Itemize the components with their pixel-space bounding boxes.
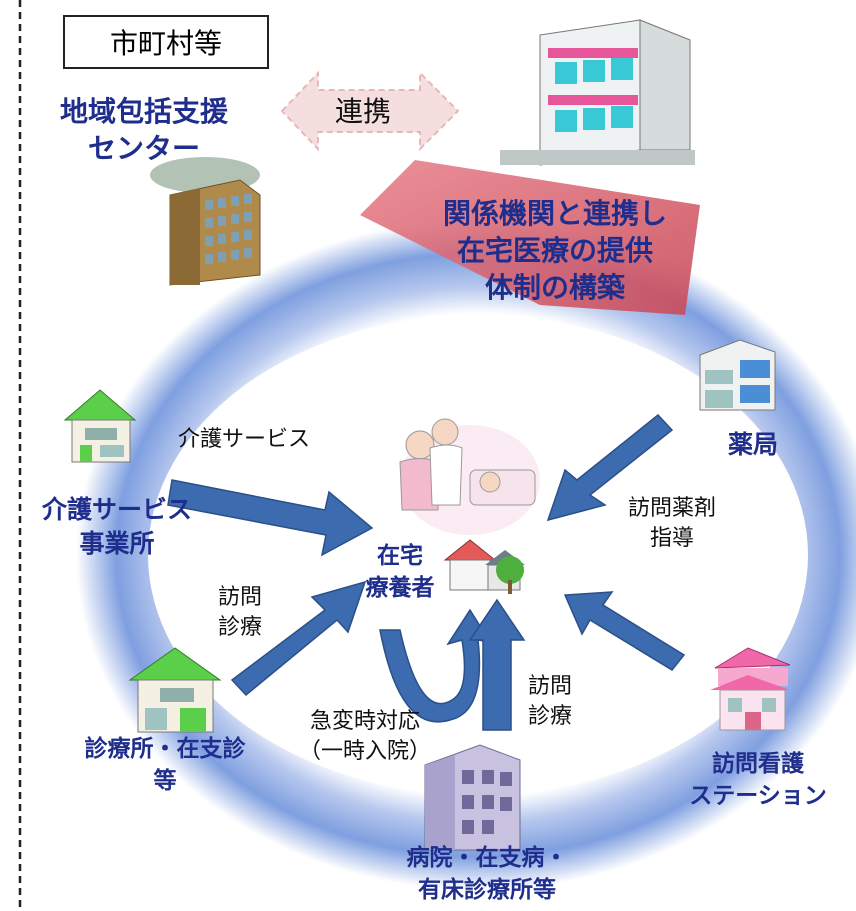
clinic-arrow-label: 訪問 診療 [217,585,262,640]
cooperation-arrow [280,70,460,152]
care-office-house-icon [63,389,137,463]
clinic-house-icon [128,647,222,733]
clinic-label: 診療所・在支診 等 [84,736,246,794]
patient-scene-icon [399,418,540,594]
nursing-station-house-icon [710,647,791,731]
center-org-label: 地域包括支援 センター [59,95,228,165]
pharmacy-label: 薬局 [728,430,779,459]
hospital-building-icon [424,744,521,851]
nursing-station-label: 訪問看護 ステーション [689,751,827,809]
center-building-icon [150,157,261,286]
hospital-label: 病院・在支病・ 有床診療所等 [406,845,568,903]
arrow-nursing [563,591,686,671]
arrow-care-service [167,479,374,557]
cooperation-label: 連携 [335,95,392,128]
arrow-hospital-visit [468,598,526,731]
policy-arrow [360,160,700,315]
pharmacy-building-icon [699,339,776,411]
hospital-visit-arrow-label: 訪問 診療 [527,674,572,729]
arrow-clinic-visit [230,580,367,697]
policy-label: 関係機関と連携し 在宅医療の提供 体制の構築 [442,197,667,304]
municipality-box: 市町村等 [63,15,269,69]
arrow-pharmacy [546,413,674,522]
pharmacy-arrow-label: 訪問薬剤 指導 [627,496,716,551]
city-hall-icon [500,19,695,166]
municipality-label: 市町村等 [109,27,222,60]
patient-label: 在宅 療養者 [365,543,435,601]
care-service-arrow-label: 介護サービス [178,427,311,452]
care-service-office-label: 介護サービス 事業所 [41,495,192,558]
emergency-arrow-label: 急変時対応 （一時入院） [298,709,431,764]
